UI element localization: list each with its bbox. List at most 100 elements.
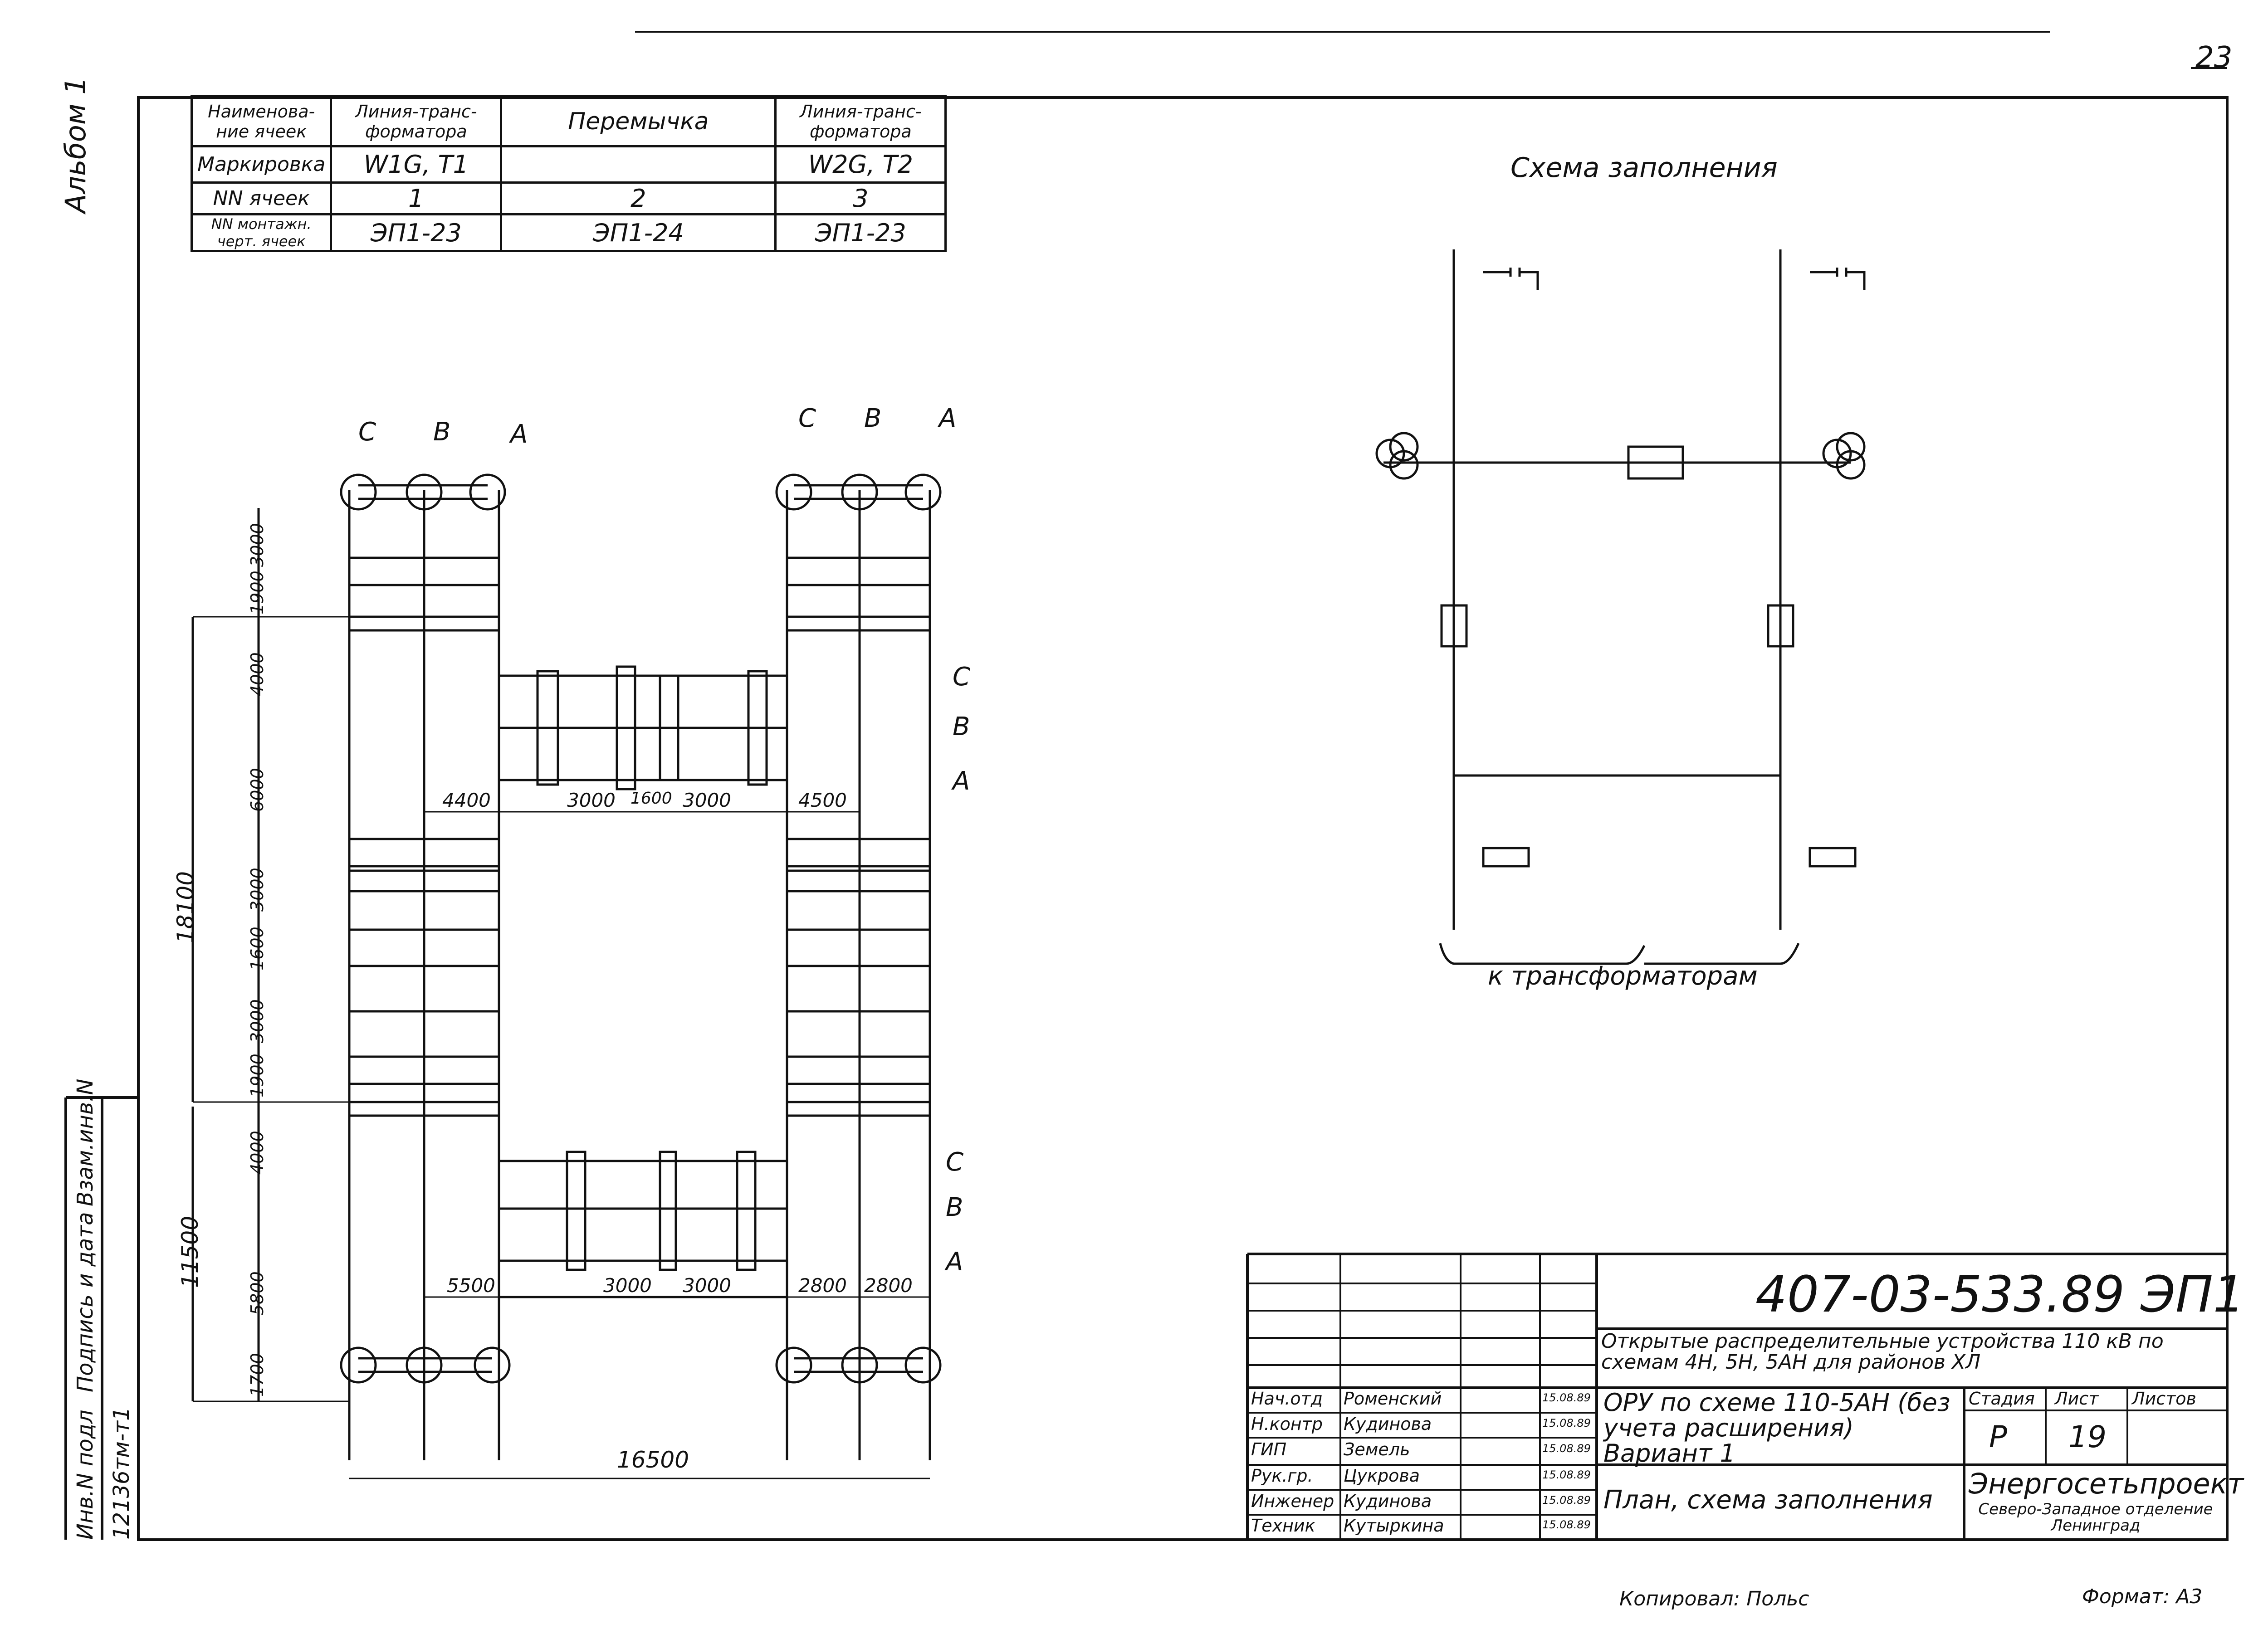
phase-label: C (953, 662, 971, 692)
staff-role: Техник (1251, 1516, 1315, 1536)
dim-label: 4400 (442, 789, 491, 811)
dim-label: 4000 (247, 652, 267, 696)
table-cell: ЭП1-24 (500, 213, 777, 252)
staff-name: Кутыркина (1344, 1516, 1444, 1536)
table-cell: ЭП1-23 (774, 213, 947, 252)
table-row: Наименова-ние ячеек Линия-транс-форматор… (190, 95, 947, 147)
phase-label: B (864, 404, 882, 433)
staff-name: Кудинова (1344, 1414, 1432, 1434)
plan-layout (191, 473, 942, 1479)
cell-table: Наименова-ние ячеек Линия-транс-форматор… (190, 95, 947, 252)
staff-date: 15.08.89 (1542, 1494, 1591, 1507)
table-header-cell: NN монтажн. черт. ячеек (190, 213, 332, 252)
scheme-caption: к трансформаторам (1488, 961, 1758, 991)
staff-name: Земель (1344, 1439, 1410, 1459)
staff-date: 15.08.89 (1542, 1442, 1591, 1455)
doc-number: 407-03-533.89 ЭП1 (1755, 1265, 2245, 1323)
replace-inv-label: Взам.инв.N (73, 1078, 98, 1206)
staff-date: 15.08.89 (1542, 1391, 1591, 1404)
staff-date: 15.08.89 (1542, 1417, 1591, 1429)
dim-label: 3000 (567, 789, 616, 811)
dim-label: 1700 (247, 1353, 267, 1397)
phase-label: B (946, 1193, 963, 1222)
dim-label: 3000 (247, 523, 267, 567)
dim-label: 1900 (247, 571, 267, 615)
table-cell: ЭП1-23 (330, 213, 503, 252)
title-sub: ОРУ по схеме 110-5АН (без учета расширен… (1603, 1388, 1950, 1468)
dim-label: 3000 (683, 789, 731, 811)
phase-label: A (510, 419, 528, 449)
staff-name: Цукрова (1344, 1466, 1420, 1486)
table-cell: W2G, T2 (774, 145, 947, 184)
org-name: Энергосетьпроект (1969, 1467, 2244, 1500)
dim-label: 3000 (603, 1274, 652, 1297)
dim-label: 4000 (247, 1131, 267, 1175)
dim-label: 5800 (247, 1271, 267, 1315)
dim-bottom: 16500 (617, 1447, 689, 1473)
dim-label: 3000 (683, 1274, 731, 1297)
phase-label: A (953, 766, 970, 796)
stage-value: Р (1989, 1419, 2007, 1454)
stage-label: Стадия (1969, 1389, 2035, 1409)
phase-label: A (939, 404, 957, 433)
table-cell: 1 (330, 181, 503, 215)
org-sub: Северо-Западное отделение Ленинград (1978, 1500, 2213, 1535)
staff-name: Роменский (1344, 1389, 1442, 1409)
table-header-cell: NN ячеек (190, 181, 332, 215)
table-cell: Перемычка (500, 95, 777, 147)
staff-role: Рук.гр. (1251, 1466, 1313, 1486)
inv-orig-value: 12136тм-т1 (109, 1407, 134, 1540)
dim-label: 6000 (247, 768, 267, 812)
table-header-cell: Маркировка (190, 145, 332, 184)
dim-total-lower: 11500 (177, 1215, 203, 1288)
dim-label: 5500 (447, 1274, 495, 1297)
dim-label: 1600 (247, 927, 267, 971)
dim-label: 3000 (247, 868, 267, 912)
table-cell: W1G, T1 (330, 145, 503, 184)
table-cell: 3 (774, 181, 947, 215)
staff-name: Кудинова (1344, 1491, 1432, 1511)
scheme-title: Схема заполнения (1510, 152, 1778, 184)
dim-label: 2800 (864, 1274, 913, 1297)
phase-label: B (433, 417, 451, 447)
phase-label: B (953, 712, 970, 741)
table-header-cell: Наименова-ние ячеек (190, 95, 332, 147)
title-block-lines (1246, 1253, 2227, 1541)
dim-total-upper: 18100 (172, 871, 199, 943)
dim-label: 4500 (798, 789, 847, 811)
single-line-diagram (1375, 249, 1866, 965)
format-label: Формат: А3 (2082, 1585, 2203, 1608)
dim-label: 3000 (247, 999, 267, 1043)
table-row: NN монтажн. черт. ячеек ЭП1-23 ЭП1-24 ЭП… (190, 213, 947, 252)
sign-date-label: Подпись и дата (73, 1212, 98, 1392)
staff-role: ГИП (1251, 1439, 1287, 1459)
inv-orig-label: Инв.N подл (73, 1410, 98, 1540)
table-cell: Линия-транс-форматора (774, 95, 947, 147)
staff-role: Инженер (1251, 1491, 1334, 1511)
table-row: NN ячеек 1 2 3 (190, 181, 947, 215)
dim-label: 1900 (247, 1054, 267, 1097)
album-label: Альбом 1 (59, 77, 92, 213)
dim-label: 2800 (798, 1274, 847, 1297)
sheet-value: 19 (2068, 1419, 2107, 1454)
table-cell (500, 145, 777, 184)
sheet-name: План, схема заполнения (1603, 1485, 1933, 1515)
copied-label: Копировал: Польс (1619, 1587, 1809, 1610)
staff-role: Нач.отд (1251, 1389, 1323, 1409)
phase-label: C (358, 417, 376, 447)
dim-label: 1600 (631, 789, 672, 808)
staff-role: Н.контр (1251, 1414, 1323, 1434)
phase-label: C (798, 404, 816, 433)
phase-label: C (946, 1147, 964, 1177)
staff-date: 15.08.89 (1542, 1518, 1591, 1531)
table-row: Маркировка W1G, T1 W2G, T2 (190, 145, 947, 184)
phase-label: A (946, 1247, 963, 1277)
sheet-label: Лист (2055, 1389, 2099, 1409)
drawing-frame (137, 96, 2229, 1541)
title-main: Открытые распределительные устройства 11… (1601, 1330, 2164, 1374)
staff-date: 15.08.89 (1542, 1468, 1591, 1481)
page-number: 23 (2195, 41, 2233, 74)
table-cell: 2 (500, 181, 777, 215)
sheets-label: Листов (2132, 1389, 2196, 1409)
